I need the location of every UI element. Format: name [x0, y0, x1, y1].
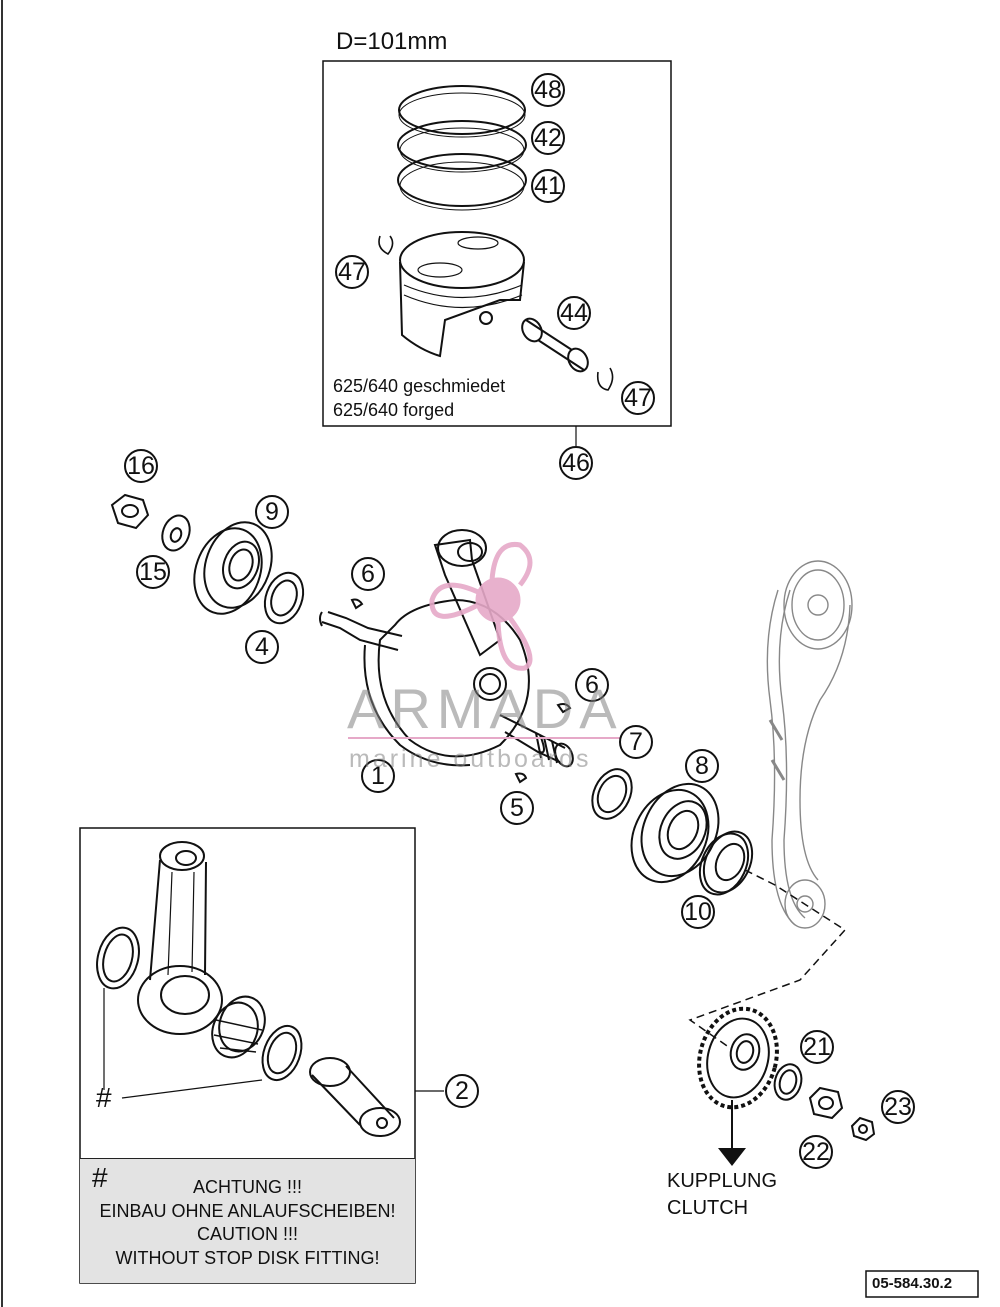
piston-pin-drawing — [521, 317, 614, 391]
callout-21[interactable]: 21 — [800, 1030, 834, 1064]
clutch-label-de: KUPPLUNG — [667, 1170, 778, 1192]
warning-line-2: EINBAU OHNE ANLAUFSCHEIBEN! — [99, 1200, 396, 1221]
conrod-inset-frame — [79, 827, 416, 1284]
clutch-gear-drawing — [697, 1006, 876, 1142]
callout-1[interactable]: 1 — [361, 759, 395, 793]
assembly-dashed-path — [688, 869, 847, 1049]
callout-46[interactable]: 46 — [559, 446, 593, 480]
left-bearing-group-drawing — [110, 493, 305, 625]
callout-8[interactable]: 8 — [685, 749, 719, 783]
armada-logo-mark — [429, 541, 533, 671]
clutch-label-en: CLUTCH — [667, 1197, 749, 1219]
callout-9[interactable]: 9 — [255, 495, 289, 529]
timing-chain-drawing — [766, 560, 853, 929]
callout-2[interactable]: 2 — [445, 1074, 479, 1108]
warning-line-4: WITHOUT STOP DISK FITTING! — [115, 1247, 380, 1268]
callout-4[interactable]: 4 — [245, 630, 279, 664]
piston-note-de: 625/640 geschmiedet — [333, 376, 506, 396]
callout-6-lower[interactable]: 6 — [575, 668, 609, 702]
callout-7[interactable]: 7 — [619, 725, 653, 759]
drawing-number: 05-584.30.2 — [872, 1275, 953, 1292]
callout-23[interactable]: 23 — [881, 1090, 915, 1124]
callout-22[interactable]: 22 — [799, 1135, 833, 1169]
callout-44[interactable]: 44 — [557, 296, 591, 330]
callout-15[interactable]: 15 — [136, 555, 170, 589]
piston-diameter-label: D=101mm — [336, 28, 448, 55]
stop-disk-leader-2 — [121, 1079, 263, 1099]
callout-10[interactable]: 10 — [681, 895, 715, 929]
clutch-arrow-head — [718, 1148, 746, 1166]
piston-drawing — [378, 231, 525, 358]
callout-16[interactable]: 16 — [124, 449, 158, 483]
callout-47-right[interactable]: 47 — [621, 381, 655, 415]
drawing-number-frame — [865, 1270, 979, 1298]
warning-line-1: ACHTUNG !!! — [192, 1177, 302, 1197]
warning-note-box: ACHTUNG !!! EINBAU OHNE ANLAUFSCHEIBEN! … — [80, 1158, 415, 1283]
watermark-tagline: marine outboards — [349, 745, 592, 773]
warning-line-3: CAUTION !!! — [196, 1224, 298, 1244]
callout-47-left[interactable]: 47 — [335, 255, 369, 289]
callout-6-upper[interactable]: 6 — [351, 557, 385, 591]
callout-5[interactable]: 5 — [500, 791, 534, 825]
conrod-drawing — [96, 841, 401, 1137]
callout-42[interactable]: 42 — [531, 121, 565, 155]
right-bearing-group-drawing — [591, 768, 754, 896]
warning-hash-marker: # — [92, 1162, 108, 1193]
piston-rings-drawing — [397, 85, 527, 211]
callout-41[interactable]: 41 — [531, 169, 565, 203]
stop-disk-hash-marker: # — [96, 1082, 112, 1113]
piston-kit-frame — [322, 60, 672, 427]
watermark-brand: ARMADA — [347, 677, 623, 740]
piston-note-en: 625/640 forged — [333, 400, 455, 420]
callout-48[interactable]: 48 — [531, 73, 565, 107]
